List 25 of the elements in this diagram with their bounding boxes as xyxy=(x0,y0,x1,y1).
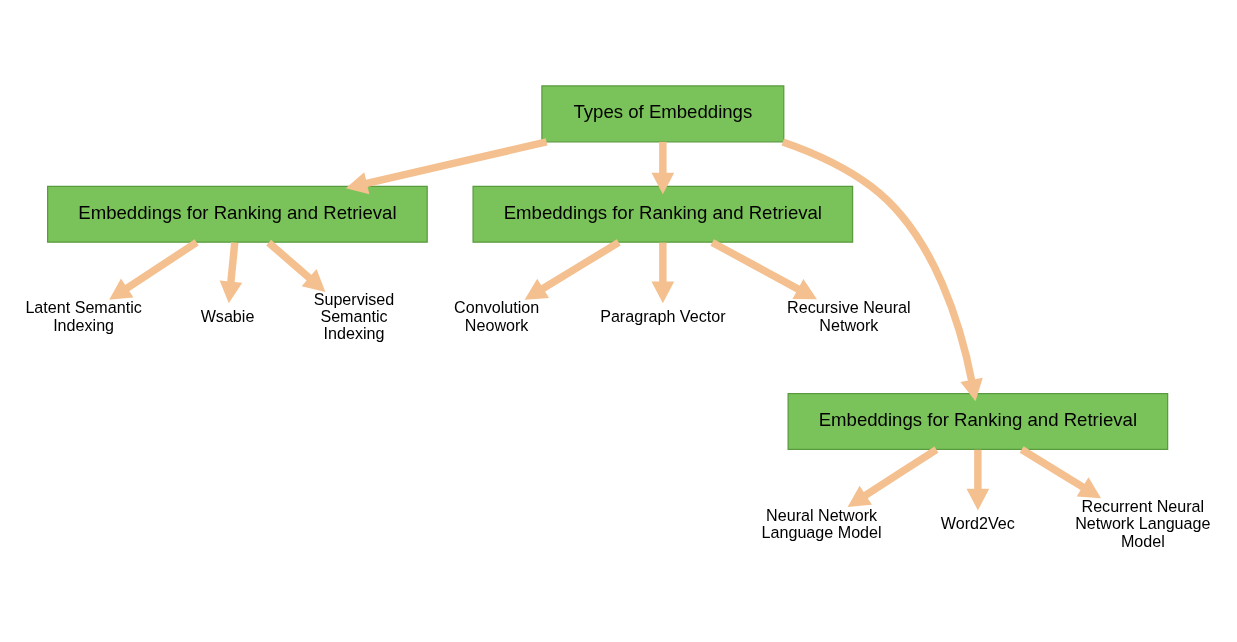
arrow xyxy=(219,242,243,304)
node-text: Neural Network Language Model xyxy=(761,505,882,541)
node-text: Recurrent Neural Network Language Model xyxy=(1075,496,1211,550)
node-text: Recursive Neural Network xyxy=(787,298,911,334)
arrow xyxy=(710,239,817,300)
arrow xyxy=(1019,446,1102,499)
node-text: Convolution Neowork xyxy=(454,298,540,334)
arrow xyxy=(651,242,675,304)
node-box: Embeddings for Ranking and Retrieval xyxy=(47,185,428,243)
node-text: Supervised Semantic Indexing xyxy=(313,289,395,343)
arrow xyxy=(966,449,990,511)
node-text: Word2Vec xyxy=(940,514,1015,533)
arrow xyxy=(524,239,621,300)
node-box: Embeddings for Ranking and Retrieval xyxy=(787,392,1169,450)
arrow xyxy=(651,141,675,195)
arrow xyxy=(109,239,199,300)
arrow xyxy=(266,239,326,292)
node-text: Paragraph Vector xyxy=(600,307,726,326)
node-box: Types of Embeddings xyxy=(541,85,785,143)
node-box: Embeddings for Ranking and Retrieval xyxy=(472,185,854,243)
arrow xyxy=(345,138,548,195)
node-text: Latent Semantic Indexing xyxy=(25,298,142,334)
arrow xyxy=(781,138,983,402)
node-text: Wsabie xyxy=(200,307,255,326)
arrow xyxy=(847,446,939,507)
